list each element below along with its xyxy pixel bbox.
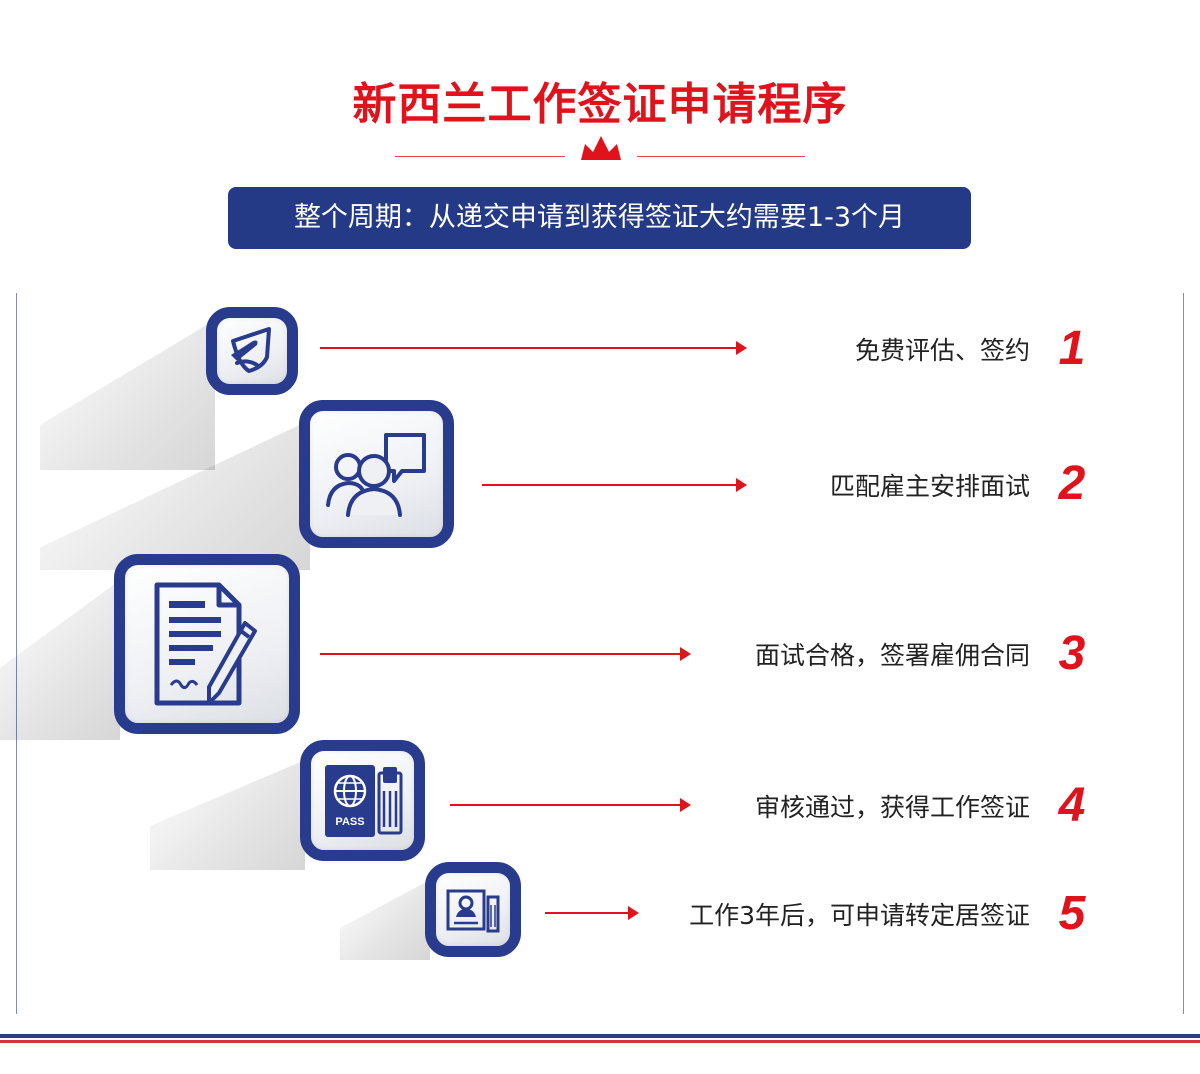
frame-border-left bbox=[16, 293, 17, 1014]
step-4-number: 4 bbox=[1058, 779, 1086, 832]
bottom-border-blue bbox=[0, 1034, 1200, 1038]
page-title: 新西兰工作签证申请程序 bbox=[352, 79, 848, 130]
title-divider-right bbox=[637, 156, 805, 157]
passport-badge: PASS bbox=[335, 816, 364, 828]
box-shadow bbox=[150, 760, 305, 870]
step-3-label: 面试合格，签署雇佣合同 bbox=[754, 641, 1030, 670]
period-banner: 整个周期：从递交申请到获得签证大约需要1-3个月 bbox=[228, 187, 971, 249]
people-chat-icon bbox=[325, 433, 426, 517]
step-3-arrow bbox=[320, 647, 691, 661]
step-3-icon-box bbox=[114, 554, 300, 734]
maple-crown-icon bbox=[581, 136, 621, 160]
step-4-icon-box: PASS bbox=[300, 740, 425, 861]
step-5-label: 工作3年后，可申请转定居签证 bbox=[689, 901, 1030, 930]
frame-border-right bbox=[1183, 293, 1184, 1014]
step-4-arrow bbox=[450, 798, 691, 812]
step-1-number: 1 bbox=[1058, 322, 1086, 375]
step-5-icon-box bbox=[425, 862, 521, 957]
step-2-label: 匹配雇主安排面试 bbox=[829, 472, 1030, 501]
box-shadow bbox=[40, 320, 215, 470]
step-1-arrow bbox=[320, 341, 747, 355]
step-2-icon-box bbox=[299, 400, 454, 548]
title-divider-left bbox=[395, 156, 565, 157]
step-3-number: 3 bbox=[1058, 627, 1086, 680]
step-1-label: 免费评估、签约 bbox=[854, 336, 1030, 365]
step-2-arrow bbox=[482, 478, 747, 492]
step-1-icon-box bbox=[206, 307, 298, 395]
step-4-label: 审核通过，获得工作签证 bbox=[754, 793, 1030, 822]
id-card-icon bbox=[446, 889, 500, 932]
step-5-number: 5 bbox=[1058, 887, 1086, 940]
passport-icon: PASS bbox=[324, 764, 402, 837]
step-2-number: 2 bbox=[1058, 457, 1086, 510]
bottom-border-red bbox=[0, 1040, 1200, 1043]
box-shadow bbox=[40, 420, 310, 570]
contract-pen-icon bbox=[154, 582, 257, 706]
pen-signing-icon bbox=[231, 327, 271, 373]
box-shadow bbox=[0, 580, 120, 740]
step-5-arrow bbox=[545, 906, 639, 920]
box-shadow bbox=[340, 880, 430, 960]
